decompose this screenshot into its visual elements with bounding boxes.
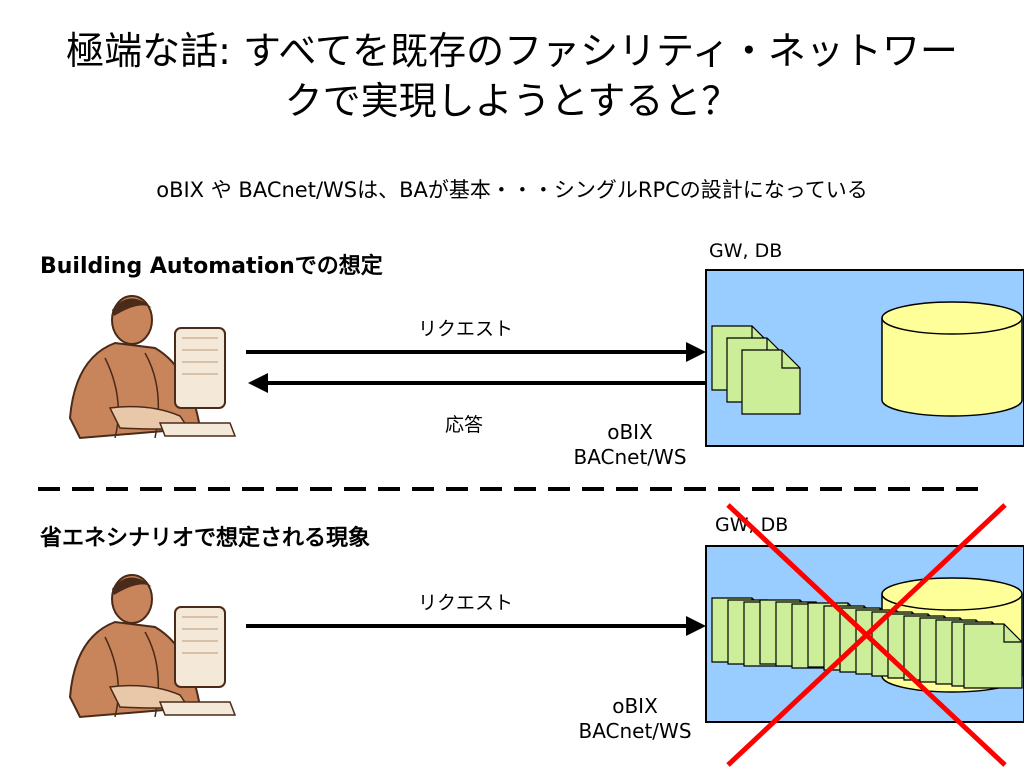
document-icon	[741, 349, 801, 415]
top-response-label: 応答	[445, 414, 484, 436]
top-protocol-obix: oBIX	[607, 420, 653, 444]
request-arrow	[246, 616, 706, 636]
top-request-label: リクエスト	[418, 318, 514, 340]
red-cross-mark-icon	[726, 503, 1007, 767]
bottom-request-label: リクエスト	[418, 592, 514, 614]
operator-person-icon	[69, 295, 236, 439]
top-protocol-bacnet: BACnet/WS	[573, 445, 687, 469]
response-arrow	[248, 373, 706, 393]
operator-person-icon	[69, 574, 236, 718]
slide-subtitle: oBIX や BACnet/WSは、BAが基本・・・シングルRPCの設計になって…	[156, 178, 868, 202]
bottom-protocol-bacnet: BACnet/WS	[578, 719, 692, 743]
database-cylinder-icon	[881, 301, 1023, 417]
top-section-heading: Building Automationでの想定	[40, 254, 383, 279]
bottom-section-heading: 省エネシナリオで想定される現象	[40, 526, 371, 551]
slide-title-line1: 極端な話: すべてを既存のファシリティ・ネットワー	[66, 29, 958, 73]
slide-title: 極端な話: すべてを既存のファシリティ・ネットワー クで実現しようとすると？	[0, 26, 1024, 126]
top-server-label: GW, DB	[709, 240, 783, 262]
request-arrow	[246, 342, 706, 362]
bottom-protocol-obix: oBIX	[612, 694, 658, 718]
top-protocol-labels: oBIX BACnet/WS	[555, 420, 705, 470]
bottom-protocol-labels: oBIX BACnet/WS	[560, 694, 710, 744]
document-icon	[963, 623, 1023, 689]
slide-title-line2: クで実現しようとすると？	[284, 79, 740, 123]
